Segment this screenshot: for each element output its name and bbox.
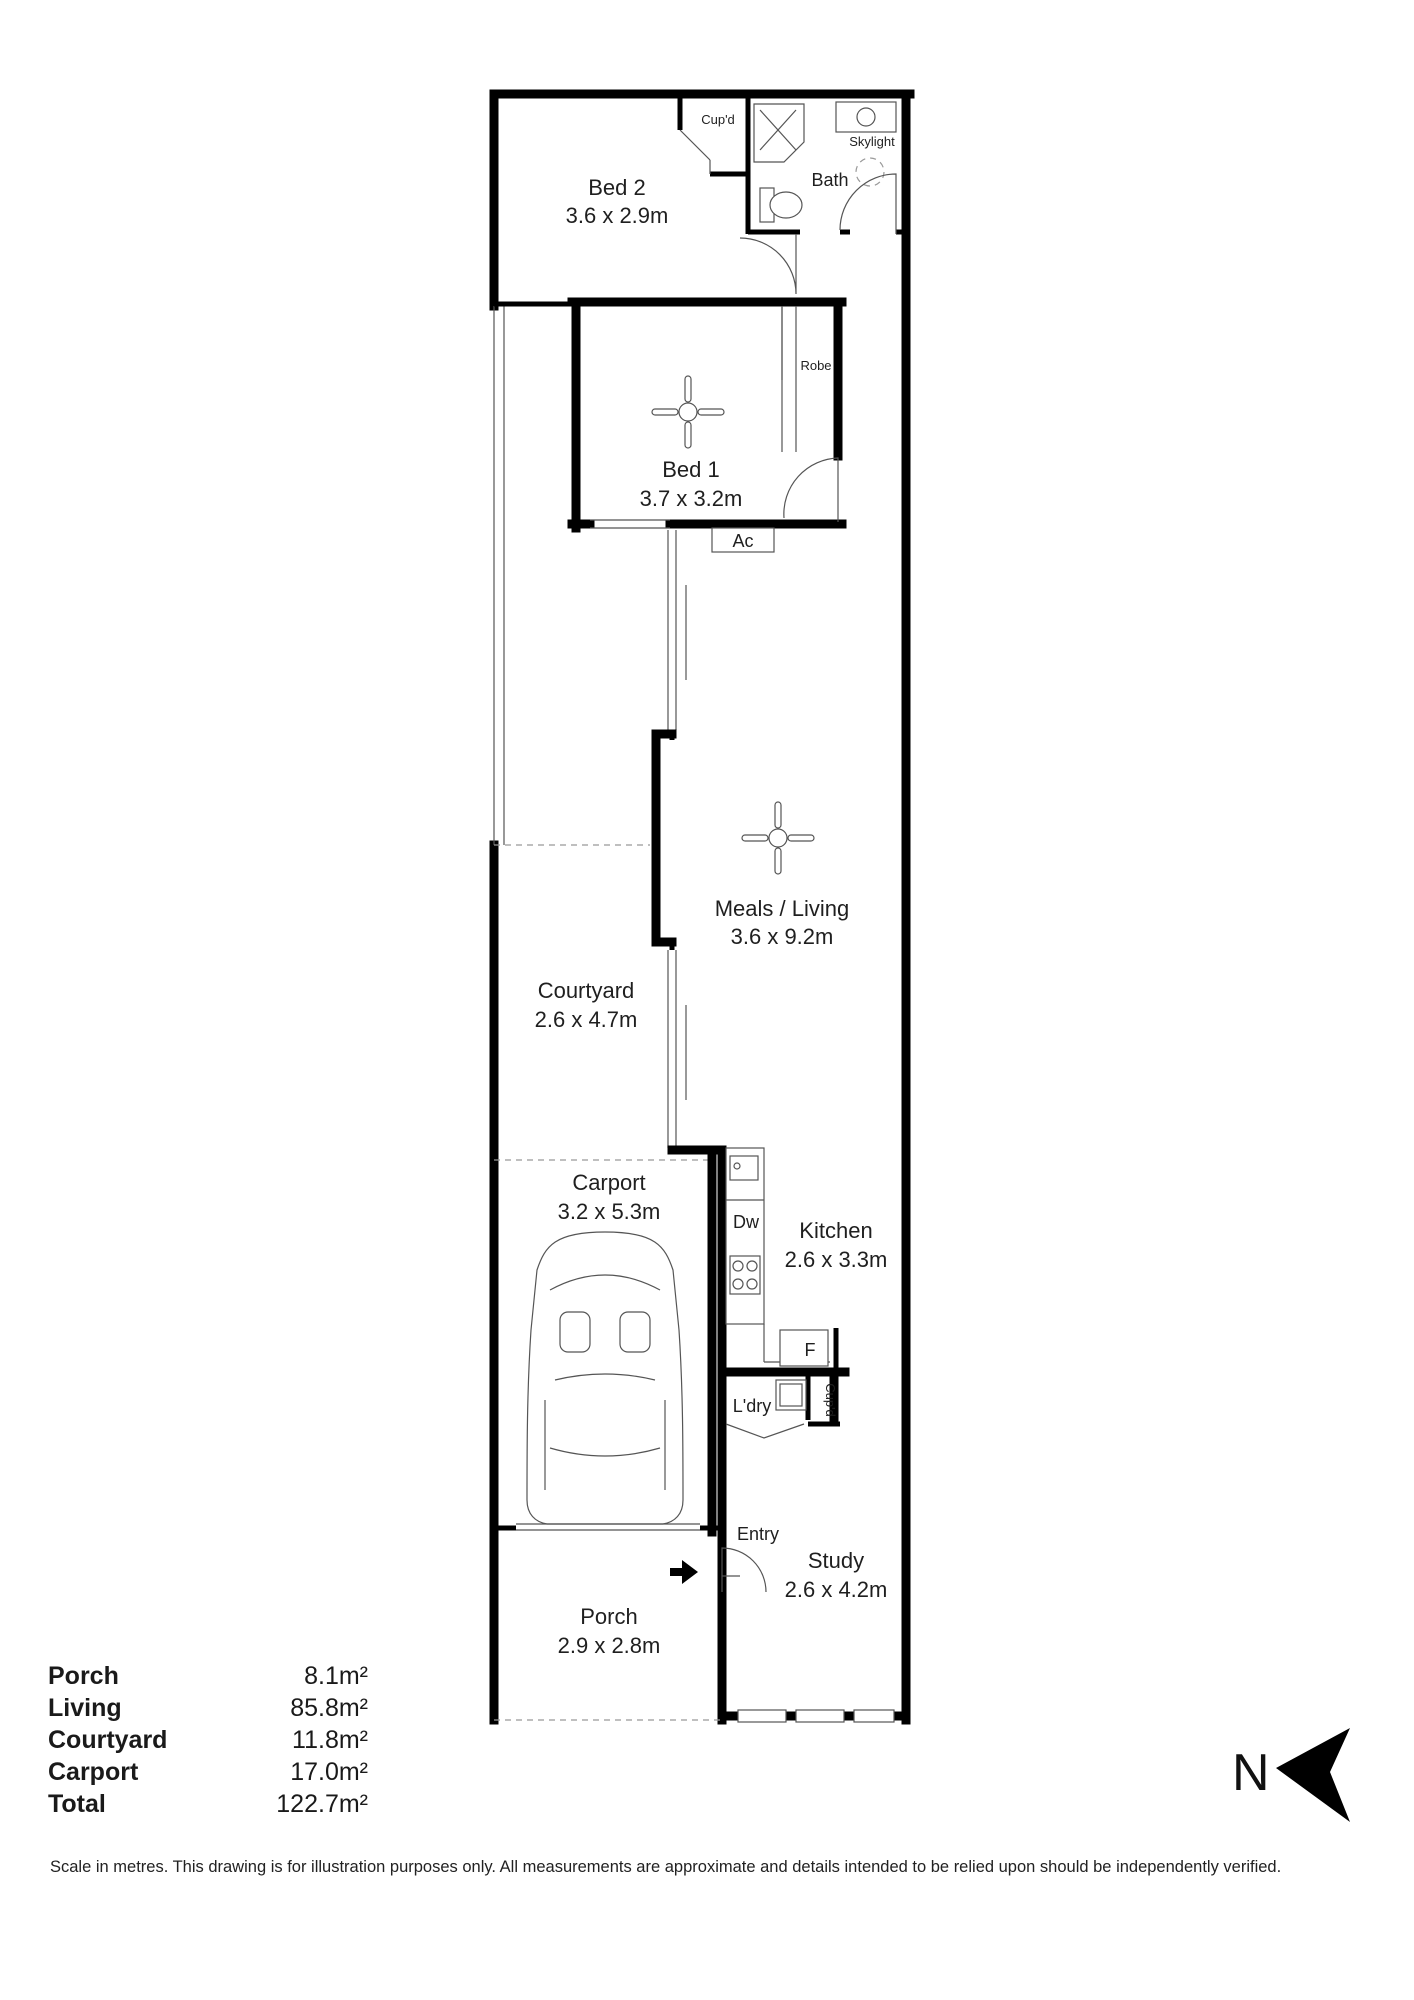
study-name: Study [808, 1548, 864, 1573]
area-name: Carport [48, 1757, 139, 1786]
entry-arrow-icon [670, 1560, 698, 1584]
area-value: 85.8m² [290, 1693, 368, 1722]
bed2-dims: 3.6 x 2.9m [566, 203, 669, 228]
laundry-label: L'dry [733, 1396, 771, 1416]
compass-letter: N [1232, 1744, 1270, 1802]
bed2-name: Bed 2 [588, 175, 646, 200]
area-row: Courtyard 11.8m² [48, 1724, 368, 1756]
area-value: 11.8m² [292, 1725, 368, 1754]
courtyard-dims: 2.6 x 4.7m [535, 1007, 638, 1032]
car-outline [526, 1231, 684, 1525]
bed2-bath-walls [494, 94, 906, 307]
ceiling-fan-bed1 [651, 375, 725, 449]
ac-label: Ac [732, 531, 753, 551]
entry-door [670, 1547, 767, 1593]
area-name: Courtyard [48, 1725, 168, 1754]
courtyard-name: Courtyard [538, 978, 635, 1003]
porch-name: Porch [580, 1604, 637, 1629]
laundry-fixtures [717, 1367, 850, 1439]
carport-dims: 3.2 x 5.3m [558, 1199, 661, 1224]
dw-label: Dw [733, 1212, 760, 1232]
carport-name: Carport [572, 1170, 645, 1195]
area-row: Porch 8.1m² [48, 1660, 368, 1692]
robe-label: Robe [800, 358, 831, 373]
disclaimer-text: Scale in metres. This drawing is for ill… [50, 1858, 1282, 1876]
area-row: Living 85.8m² [48, 1692, 368, 1724]
bed1-walls [567, 234, 847, 553]
area-summary: Porch 8.1m² Living 85.8m² Courtyard 11.8… [48, 1660, 368, 1820]
living-west-wall [651, 530, 727, 1155]
entry-label: Entry [737, 1524, 779, 1544]
living-name: Meals / Living [715, 896, 850, 921]
area-row: Total 122.7m² [48, 1788, 368, 1820]
living-dims: 3.6 x 9.2m [731, 924, 834, 949]
area-name: Total [48, 1789, 106, 1818]
cupd-laundry-label: Cup'd [823, 1383, 838, 1417]
kitchen-name: Kitchen [799, 1218, 872, 1243]
cupd-bed2-label: Cup'd [701, 112, 735, 127]
area-row: Carport 17.0m² [48, 1756, 368, 1788]
study-dims: 2.6 x 4.2m [785, 1577, 888, 1602]
fridge-label: F [805, 1340, 816, 1360]
area-name: Living [48, 1693, 122, 1722]
ceiling-fan-living [741, 801, 815, 875]
area-value: 17.0m² [290, 1757, 368, 1786]
kitchen-fixtures [725, 1147, 839, 1426]
kitchen-dims: 2.6 x 3.3m [785, 1247, 888, 1272]
area-name: Porch [48, 1661, 119, 1690]
boundary-lines [493, 306, 722, 1721]
skylight-label: Skylight [849, 134, 895, 149]
bed1-name: Bed 1 [662, 457, 720, 482]
area-value: 122.7m² [276, 1789, 368, 1818]
porch-dims: 2.9 x 2.8m [558, 1633, 661, 1658]
bath-label: Bath [811, 170, 848, 190]
area-value: 8.1m² [304, 1661, 368, 1690]
bed1-dims: 3.7 x 3.2m [640, 486, 743, 511]
study-windows [737, 1709, 895, 1723]
north-compass-icon: N [1232, 1728, 1350, 1822]
